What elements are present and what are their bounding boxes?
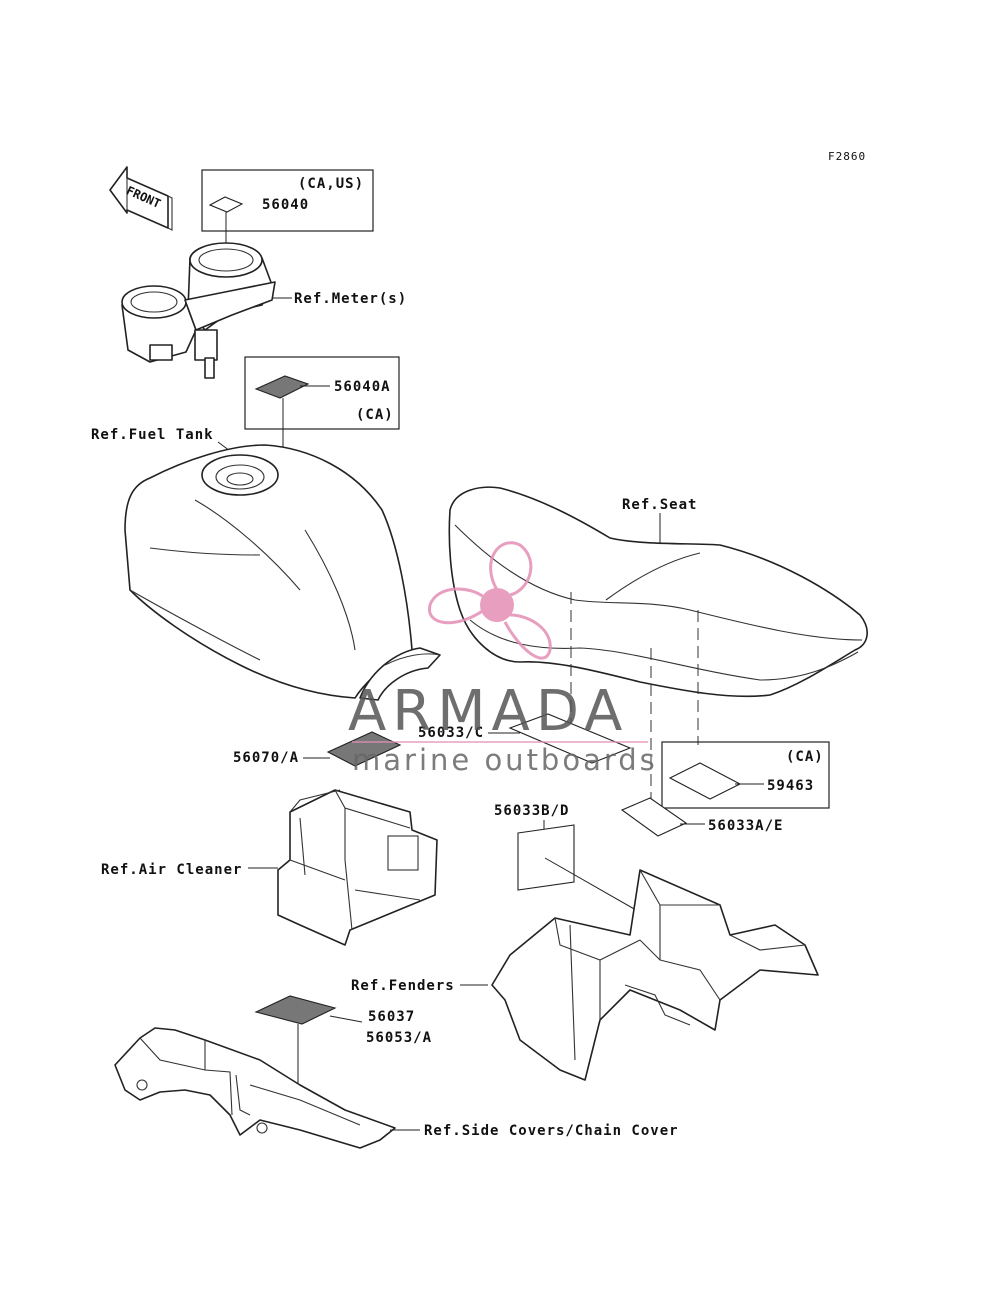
decal-56070A bbox=[326, 731, 402, 767]
label-fuel-tank: Ref.Fuel Tank bbox=[91, 427, 214, 443]
decal-56037 bbox=[254, 995, 337, 1025]
watermark-brand: ARMADA bbox=[348, 679, 628, 744]
label-meter: Ref.Meter(s) bbox=[294, 291, 407, 307]
seat bbox=[448, 486, 868, 698]
part-56053A: 56053/A bbox=[366, 1030, 432, 1046]
region-59463: (CA) bbox=[786, 749, 824, 765]
callout-box-59463 bbox=[661, 741, 830, 809]
label-air-cleaner: Ref.Air Cleaner bbox=[101, 862, 242, 878]
decal-59463 bbox=[668, 762, 742, 800]
decal-56040A bbox=[254, 375, 310, 399]
label-seat: Ref.Seat bbox=[622, 497, 697, 513]
air-cleaner bbox=[277, 789, 438, 946]
region-56040A: (CA) bbox=[356, 407, 394, 423]
decal-56033C bbox=[508, 713, 632, 764]
diagram-code: F2860 bbox=[828, 150, 866, 163]
watermark-tagline: marine outboards bbox=[352, 743, 658, 777]
part-56033AE: 56033A/E bbox=[708, 818, 783, 834]
meter-assembly bbox=[121, 242, 292, 379]
propeller-logo-icon bbox=[428, 541, 552, 660]
callout-box-56040A bbox=[244, 356, 400, 430]
decal-56040 bbox=[208, 196, 244, 213]
part-56033C: 56033/C bbox=[418, 725, 484, 741]
front-arrow-icon: FRONT bbox=[109, 166, 173, 231]
chain-cover bbox=[114, 1027, 396, 1149]
label-side-covers: Ref.Side Covers/Chain Cover bbox=[424, 1123, 679, 1139]
decal-56033AE bbox=[620, 797, 688, 837]
decal-56033BD bbox=[517, 824, 575, 891]
part-56040: 56040 bbox=[262, 197, 309, 213]
callout-box-56040 bbox=[201, 169, 374, 232]
watermark: ARMADA marine outboards bbox=[348, 541, 658, 777]
part-59463: 59463 bbox=[767, 778, 814, 794]
part-56033BD: 56033B/D bbox=[494, 803, 569, 819]
fuel-tank bbox=[124, 444, 441, 701]
rear-fender bbox=[491, 869, 819, 1081]
part-56070A: 56070/A bbox=[233, 750, 299, 766]
label-fenders: Ref.Fenders bbox=[351, 978, 455, 994]
part-56037: 56037 bbox=[368, 1009, 415, 1025]
part-56040A: 56040A bbox=[334, 379, 391, 395]
region-56040: (CA,US) bbox=[298, 176, 364, 192]
